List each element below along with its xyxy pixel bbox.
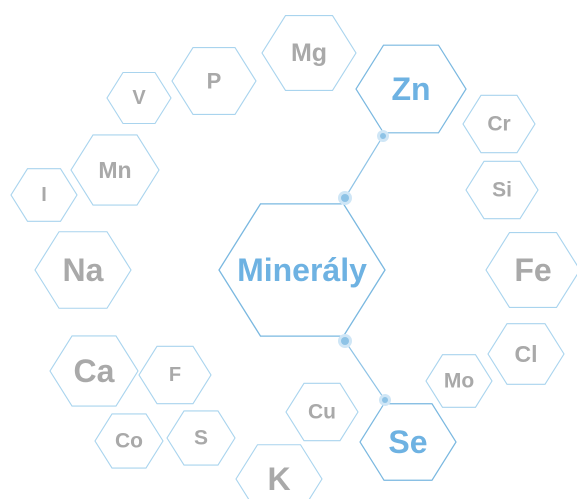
element-hexagon-shape	[34, 231, 132, 309]
element-symbol-label: V	[132, 87, 146, 109]
connector-dot-center-0	[341, 194, 349, 202]
connector-layer	[344, 135, 386, 401]
element-hexagon-shape	[106, 71, 172, 125]
connector-dot-zn-0	[380, 133, 386, 139]
element-hexagon-shape	[10, 168, 78, 222]
element-symbol-label: Fe	[514, 252, 551, 288]
element-hexagon-shape	[355, 44, 467, 134]
element-symbol-label: I	[41, 184, 47, 206]
element-hexagon-mo: Mo	[425, 354, 493, 408]
element-symbol-label: Na	[63, 252, 104, 288]
element-hexagon-shape	[487, 323, 565, 385]
element-symbol-label: Co	[115, 430, 143, 453]
element-symbol-label: Zn	[391, 71, 430, 107]
element-hexagon-cr: Cr	[462, 94, 536, 154]
element-hexagon-na: Na	[34, 231, 132, 309]
center-hexagon: Minerály	[218, 203, 386, 337]
element-hexagon-k: K	[235, 444, 323, 499]
element-hexagon-shape	[359, 403, 457, 481]
element-hexagon-mn: Mn	[70, 134, 160, 206]
element-hexagon-fe: Fe	[485, 232, 577, 309]
element-symbol-label: Se	[388, 424, 427, 460]
element-hexagon-cu: Cu	[285, 382, 359, 442]
element-hexagon-shape	[94, 413, 164, 469]
connector-dot-se-0	[382, 397, 388, 403]
center-label: Minerály	[237, 252, 367, 288]
element-hexagon-shape	[425, 354, 493, 408]
element-hexagon-shape	[285, 382, 359, 442]
element-hexagon-cl: Cl	[487, 323, 565, 385]
element-symbol-label: Mn	[98, 157, 131, 183]
element-symbol-label: Ca	[74, 353, 115, 389]
element-hexagon-shape	[261, 15, 357, 91]
element-hexagon-shape	[70, 134, 160, 206]
element-hexagon-se: Se	[359, 403, 457, 481]
connector-center-zn	[344, 135, 384, 199]
element-hexagon-v: V	[106, 71, 172, 125]
element-hexagon-shape	[166, 410, 236, 466]
element-hexagon-zn: Zn	[355, 44, 467, 134]
element-symbol-label: Cl	[515, 341, 538, 367]
element-symbol-label: S	[194, 427, 208, 450]
element-hexagon-shape	[49, 335, 139, 407]
element-hexagon-shape	[462, 94, 536, 154]
element-hexagon-s: S	[166, 410, 236, 466]
element-hexagon-f: F	[138, 345, 212, 405]
element-hexagon-mg: Mg	[261, 15, 357, 91]
element-hexagon-ca: Ca	[49, 335, 139, 407]
element-hexagon-shape	[465, 160, 539, 220]
element-symbol-label: P	[207, 69, 222, 94]
element-hexagon-shape	[171, 46, 257, 116]
connector-dots-layer	[338, 130, 391, 406]
element-hexagon-co: Co	[94, 413, 164, 469]
element-hexagon-shape	[485, 232, 577, 309]
element-hexagon-i: I	[10, 168, 78, 222]
connector-dot-center-1	[341, 337, 349, 345]
element-symbol-label: Cu	[308, 401, 336, 424]
element-symbol-label: Mo	[444, 370, 474, 393]
connector-center-se	[344, 340, 386, 401]
element-symbol-label: Cr	[487, 113, 510, 136]
element-symbol-label: Mg	[291, 39, 327, 67]
element-symbol-label: F	[169, 364, 181, 386]
element-hexagon-p: P	[171, 46, 257, 116]
element-hexagon-si: Si	[465, 160, 539, 220]
element-symbol-label: K	[267, 461, 290, 497]
element-hexagon-shape	[138, 345, 212, 405]
element-hexagon-shape	[235, 444, 323, 499]
element-symbol-label: Si	[492, 179, 512, 202]
